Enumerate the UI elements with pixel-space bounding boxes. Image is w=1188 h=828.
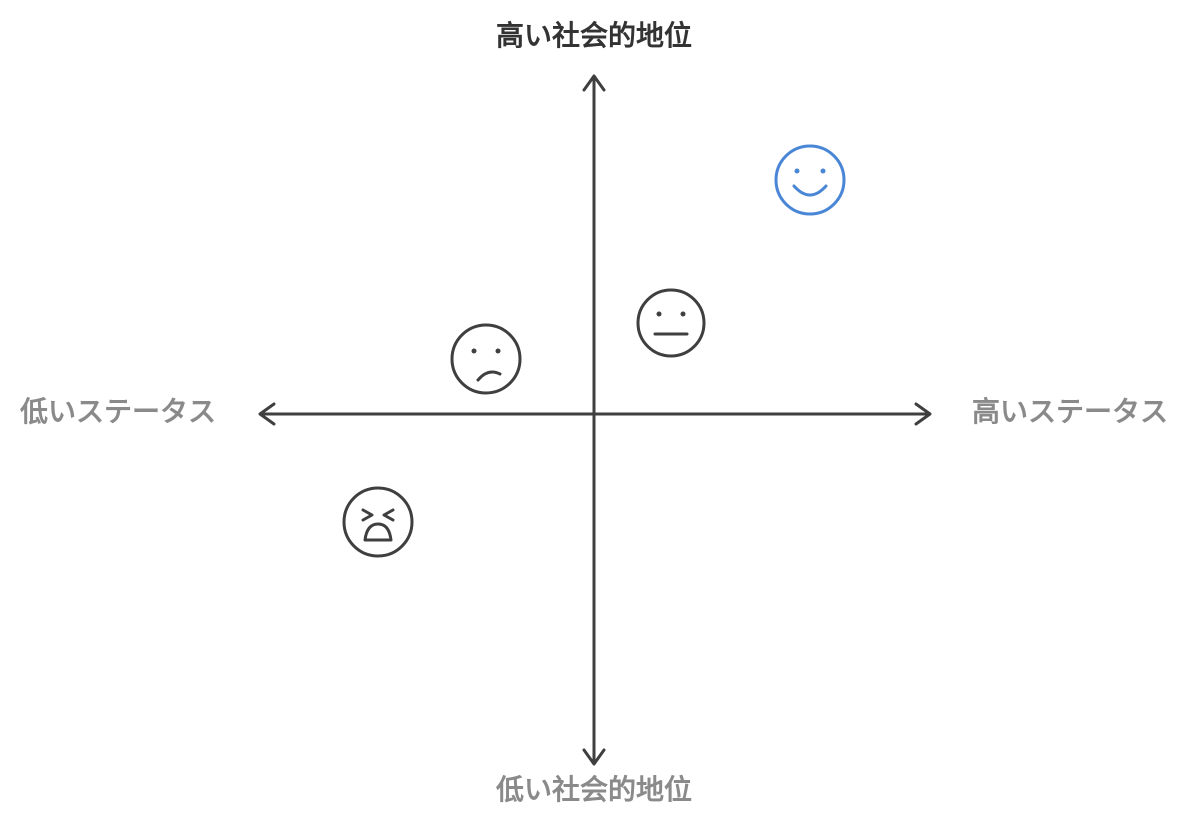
left-axis-label: 低いステータス [20, 395, 217, 428]
vertical-axis [582, 74, 606, 766]
smiling-face-icon [774, 144, 846, 216]
confused-face-icon [450, 323, 522, 395]
right-axis-label: 高いステータス [971, 395, 1168, 428]
neutral-face-icon [636, 288, 706, 358]
top-axis-label: 高い社会的地位 [495, 19, 693, 52]
distressed-face-icon [342, 486, 414, 558]
horizontal-axis [258, 402, 932, 426]
bottom-axis-label: 低い社会的地位 [495, 773, 693, 806]
